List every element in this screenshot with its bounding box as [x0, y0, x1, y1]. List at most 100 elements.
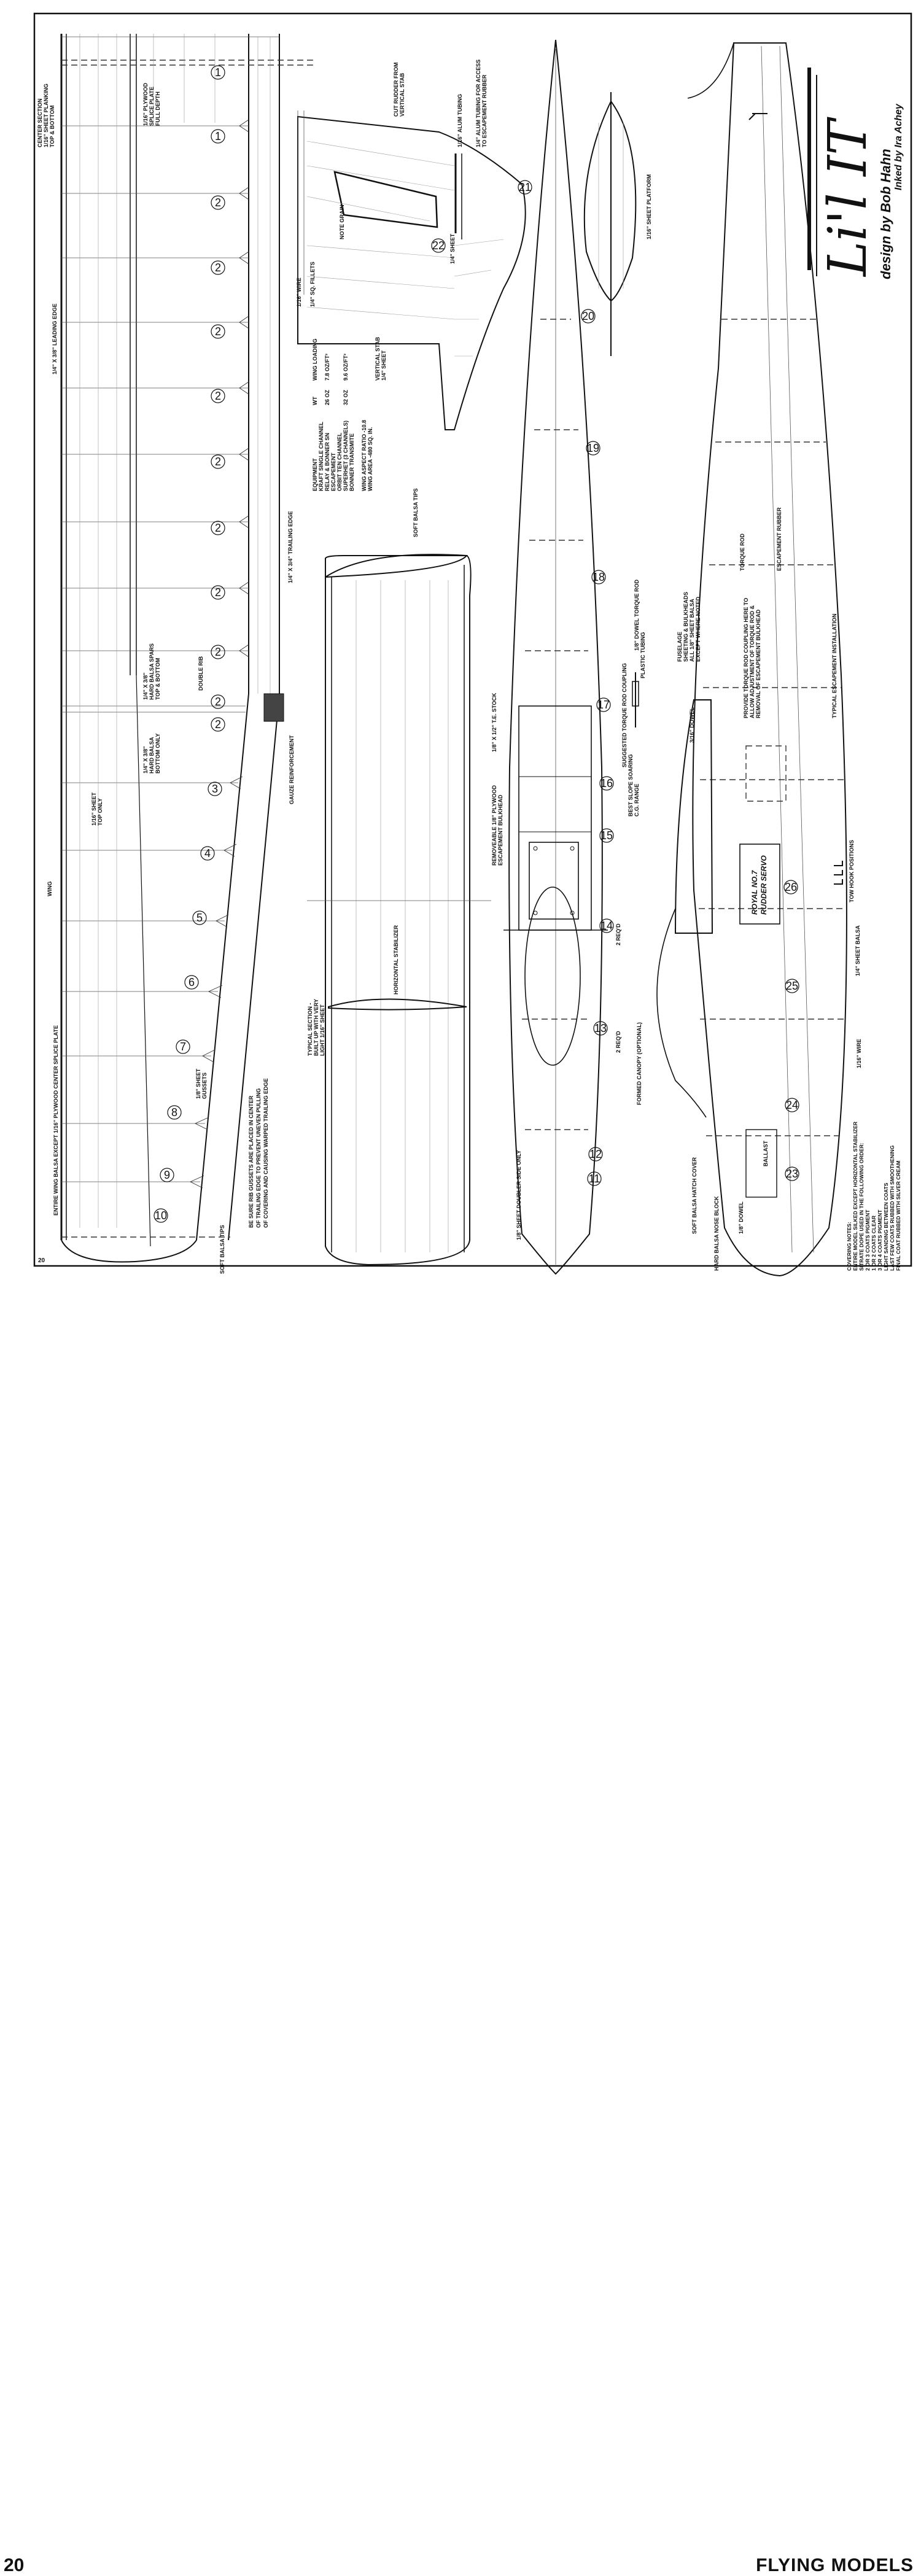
- nose-block-label: HARD BALSA NOSE BLOCK: [713, 1196, 720, 1271]
- spec-row: RELAY & BONNER SN: [324, 433, 330, 491]
- part-num: 23: [786, 1168, 798, 1180]
- fuse-note: EXCEPT WHERE NOTED: [695, 596, 701, 662]
- fuselage-side-view: [656, 42, 847, 1277]
- spec-loading: 9.6 OZ/FT²: [343, 354, 349, 381]
- wing-plan: [60, 34, 316, 1263]
- rib-num: 2: [215, 586, 221, 599]
- rib-num: 2: [215, 196, 221, 209]
- covering-line: FINAL COAT RUBBED WITH SILVER CREAM: [895, 1161, 901, 1271]
- rib-num: 7: [180, 1041, 186, 1053]
- designer-credit: design by Bob Hahn: [878, 149, 893, 279]
- alum-tubing-label: 1/16" ALUM TUBING: [457, 94, 463, 147]
- ballast-label: BALLAST: [763, 1141, 769, 1166]
- wing-note: OF COVERING AND CAUSING WARPED TRAILING …: [263, 1078, 269, 1228]
- covering-title: COVERING NOTES:: [846, 1222, 852, 1271]
- double-rib-label: DOUBLE RIB: [198, 656, 204, 691]
- rib-num: 6: [188, 976, 195, 988]
- gauze-label: GAUZE REINFORCEMENT: [289, 735, 295, 804]
- fuse-note: FUSELAGE: [677, 632, 683, 662]
- part-num: 25: [786, 980, 798, 992]
- gussets-label: GUSSETS: [201, 1073, 208, 1099]
- stab-section-label: LIGHT 1/16" SHEET: [319, 1004, 325, 1056]
- spec-head-loading: WING LOADING: [312, 339, 318, 381]
- escapement-rubber-label: ESCAPEMENT RUBBER: [776, 507, 782, 571]
- bottom-spar-label: BOTTOM ONLY: [155, 733, 161, 774]
- coupling-label: SUGGESTED TORQUE ROD COUPLING: [621, 663, 628, 767]
- wing-material-note: ENTIRE WING BALSA EXCEPT 1/16" PLYWOOD C…: [53, 1025, 59, 1216]
- dowel-label: 3/16" DOWEL: [689, 707, 695, 743]
- rib-num: 2: [215, 262, 221, 274]
- canopy-label: FORMED CANOPY (OPTIONAL): [636, 1022, 642, 1105]
- rib-num: 10: [155, 1209, 167, 1222]
- fuselage-side-numbers: 26 25 24 23: [783, 880, 799, 1181]
- spec-row: SUPERHET (3 CHANNELS): [343, 421, 349, 491]
- req-label: 2 REQ'D: [615, 923, 621, 945]
- spec-loading: 7.8 OZ/FT²: [324, 354, 330, 381]
- title-block: Li'l IT design by Bob Hahn Inked by Ira …: [807, 68, 904, 279]
- platform-sheet: [583, 92, 637, 356]
- splice-plate-label: SPLICE PLATE: [149, 87, 155, 126]
- spec-row: BONNER TRANSMITE: [349, 433, 355, 491]
- part-num: 26: [785, 881, 797, 893]
- rib-num: 9: [164, 1169, 170, 1181]
- dowel-b-label: 1/8" DOWEL: [738, 1201, 744, 1234]
- cut-rudder-label: VERTICAL STAB: [399, 72, 405, 117]
- part-num: 21: [519, 181, 531, 193]
- cut-rudder-label: CUT RUDDER FROM: [393, 63, 399, 117]
- part-num: 17: [597, 699, 610, 711]
- fuselage-top-numbers: 21 20 19 18 17 16 15 14 13 12 11: [518, 180, 614, 1186]
- splice-plate-label: FULL DEPTH: [155, 91, 161, 126]
- bulkhead-label: REMOVEABLE 1/8" PLYWOOD: [491, 785, 497, 866]
- rib-num: 4: [204, 847, 211, 859]
- plastic-tubing-label: PLASTIC TUBING: [640, 632, 646, 679]
- small-page-number: 20: [38, 1257, 45, 1264]
- covering-line: SITRATE DOPE USED IN THE FOLLOWING ORDER…: [858, 1143, 865, 1271]
- rib-num: 2: [215, 522, 221, 534]
- typical-escapement-label: TYPICAL ESCAPEMENT INSTALLATION: [831, 613, 837, 718]
- provide-note: ALLOW ADJUSTMENT OF TORQUE ROD &: [749, 605, 755, 718]
- magazine-name: FLYING MODELS: [756, 2555, 914, 2575]
- te-stock-label: 1/8" X 1/2" T.E. STOCK: [491, 692, 497, 752]
- fin-wire-label: 1/16" WIRE: [296, 277, 302, 307]
- rib-num: 2: [215, 646, 221, 658]
- plan-sheet: 1 1 2 2 2 2 2 2 2 2 2 2 3 4 5 6 7 8 9 10…: [33, 12, 912, 1277]
- part-num: 20: [582, 310, 594, 322]
- part-num: 15: [600, 829, 613, 842]
- wing-note: OF TRAILING EDGE TO PREVENT UNEVEN PULLI…: [255, 1088, 262, 1228]
- stab-section-label: BUILT UP WITH VERY: [313, 999, 319, 1056]
- spec-head-wt: WT: [312, 397, 318, 405]
- alum-tubing-label: 1/4" ALUM TUBING FOR ACCESS: [475, 60, 481, 147]
- doubler-label: 1/8" SHEET DOUBLER SIDE ONLY: [516, 1150, 522, 1240]
- tow-hooks-label: TOW HOOK POSITIONS: [849, 840, 855, 902]
- covering-line: 3 OR 4 COATS PIGMENT: [877, 1209, 883, 1271]
- req-label: 2 REQ'D: [615, 1031, 621, 1053]
- cg-label: BEST SLOPE SOARING: [628, 754, 634, 817]
- sheet-top-label: 1/16" SHEET: [91, 792, 97, 826]
- fin-sheet-label: 1/4" SHEET: [449, 233, 456, 264]
- spec-aspect: WING ASPECT RATIO -10.8: [361, 420, 367, 491]
- trailing-edge-label: 1/4" X 3/4" TRAILING EDGE: [287, 511, 293, 583]
- horizontal-stabilizer: [307, 554, 491, 1266]
- fin-fillets-label: 1/4" SQ. FILLETS: [309, 262, 316, 307]
- spec-area: WING AREA -480 SQ. IN.: [367, 427, 373, 491]
- bottom-spar-label: 1/4" X 3/8": [142, 746, 149, 774]
- wing-label: WING: [47, 882, 53, 897]
- covering-line: ENTIRE MODEL SILKED EXCEPT HORIZONTAL ST…: [852, 1122, 858, 1271]
- torque-rod-label: TORQUE ROD: [739, 533, 745, 571]
- sheet-balsa-label: 1/4" SHEET BALSA: [855, 925, 861, 976]
- covering-notes: COVERING NOTES: ENTIRE MODEL SILKED EXCE…: [846, 1122, 901, 1271]
- vertical-stab-label: VERTICAL STAB: [375, 336, 381, 381]
- spars-label: HARD BALSA SPARS: [149, 643, 155, 700]
- part-num: 18: [593, 571, 605, 583]
- spars-label: 1/4" X 3/8": [142, 672, 149, 700]
- sheet-top-label: TOP ONLY: [97, 798, 103, 826]
- page-footer: 20 FLYING MODELS: [0, 1277, 921, 2575]
- center-top-bottom-label: TOP & BOTTOM: [49, 105, 55, 147]
- covering-line: LIGHT SANDING BETWEEN COATS: [883, 1182, 889, 1271]
- bottom-spar-label: HARD BALSA: [149, 737, 155, 774]
- center-planking-label: 1/16" SHEET PLANKING: [43, 83, 49, 147]
- covering-line: 2 OR 3 COATS PIGMENT: [865, 1209, 871, 1271]
- covering-line: 1 OR 2 COATS CLEAR: [871, 1216, 877, 1271]
- splice-plate-label: 1/16" PLYWOOD: [142, 83, 149, 126]
- center-section-label: CENTER SECTION: [37, 98, 43, 147]
